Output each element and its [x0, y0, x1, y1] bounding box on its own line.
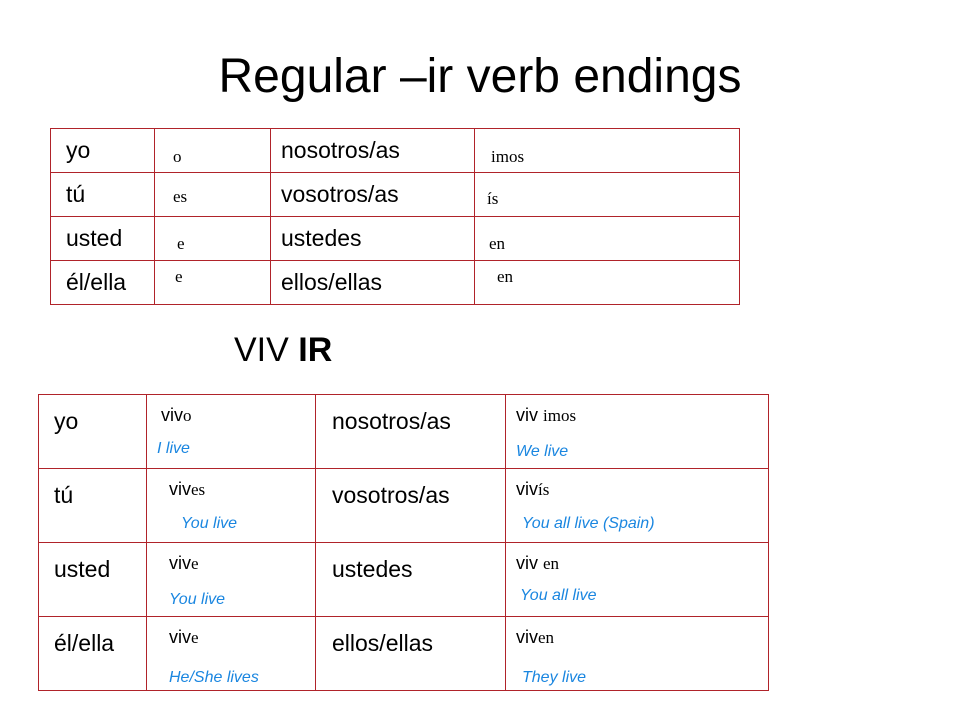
pronoun-cell: ustedes [270, 216, 475, 261]
translation-text: You live [169, 591, 226, 608]
table-row: yo o nosotros/as imos [50, 128, 740, 173]
ending-text: ís [538, 480, 550, 499]
ending-text: e [191, 628, 199, 647]
table-row: él/ella vive He/She lives ellos/ellas vi… [38, 616, 769, 691]
translation-text: You live [181, 515, 238, 532]
ending-cell: imos [474, 128, 740, 173]
conjugation-table: yo vivo I live nosotros/as viv imos We l… [38, 394, 769, 691]
conjugation-cell: viv en You all live [505, 542, 769, 617]
translation-text: You all live (Spain) [522, 515, 655, 532]
pronoun-cell: yo [38, 394, 147, 469]
ending-cell: e [154, 260, 271, 305]
pronoun-cell: vosotros/as [270, 172, 475, 217]
stem-text: viv [516, 553, 538, 573]
translation-text: We live [516, 443, 569, 460]
stem-text: viv [169, 479, 191, 499]
conjugation-cell: viven They live [505, 616, 769, 691]
conjugation-cell: vive He/She lives [146, 616, 316, 691]
pronoun-cell: él/ella [38, 616, 147, 691]
stem-text: viv [161, 405, 183, 425]
pronoun-cell: usted [38, 542, 147, 617]
pronoun-cell: ustedes [315, 542, 506, 617]
pronoun-cell: yo [50, 128, 155, 173]
stem-text: viv [516, 405, 538, 425]
conjugation-cell: vivís You all live (Spain) [505, 468, 769, 543]
pronoun-cell: ellos/ellas [270, 260, 475, 305]
ending-text: en [538, 628, 555, 647]
translation-text: You all live [520, 587, 597, 604]
ending-cell: en [474, 216, 740, 261]
verb-label: VIV IR [234, 330, 332, 370]
stem-text: viv [516, 479, 538, 499]
table-row: usted vive You live ustedes viv en You a… [38, 542, 769, 617]
verb-stem: VIV [234, 331, 289, 369]
stem-text: viv [516, 627, 538, 647]
ending-cell: en [474, 260, 740, 305]
endings-table: yo o nosotros/as imos tú es vosotros/as … [50, 128, 740, 305]
ending-cell: o [154, 128, 271, 173]
table-row: usted e ustedes en [50, 216, 740, 261]
table-row: él/ella e ellos/ellas en [50, 260, 740, 305]
ending-text: es [191, 480, 206, 499]
translation-text: They live [522, 669, 587, 686]
verb-suffix: IR [298, 331, 333, 369]
conjugation-cell: viv imos We live [505, 394, 769, 469]
conjugation-cell: vivo I live [146, 394, 316, 469]
conjugation-cell: vive You live [146, 542, 316, 617]
ending-cell: es [154, 172, 271, 217]
translation-text: He/She lives [169, 669, 259, 686]
table-row: tú es vosotros/as ís [50, 172, 740, 217]
ending-text: o [183, 406, 192, 425]
pronoun-cell: vosotros/as [315, 468, 506, 543]
slide-title: Regular –ir verb endings [218, 50, 742, 103]
table-row: tú vives You live vosotros/as vivís You … [38, 468, 769, 543]
conjugation-cell: vives You live [146, 468, 316, 543]
stem-text: viv [169, 553, 191, 573]
ending-text: e [191, 554, 199, 573]
ending-cell: ís [474, 172, 740, 217]
pronoun-cell: tú [50, 172, 155, 217]
table-row: yo vivo I live nosotros/as viv imos We l… [38, 394, 769, 469]
stem-text: viv [169, 627, 191, 647]
pronoun-cell: usted [50, 216, 155, 261]
ending-text: imos [543, 406, 577, 425]
pronoun-cell: nosotros/as [315, 394, 506, 469]
pronoun-cell: él/ella [50, 260, 155, 305]
pronoun-cell: ellos/ellas [315, 616, 506, 691]
ending-text: en [543, 554, 560, 573]
translation-text: I live [157, 440, 190, 457]
pronoun-cell: nosotros/as [270, 128, 475, 173]
ending-cell: e [154, 216, 271, 261]
pronoun-cell: tú [38, 468, 147, 543]
